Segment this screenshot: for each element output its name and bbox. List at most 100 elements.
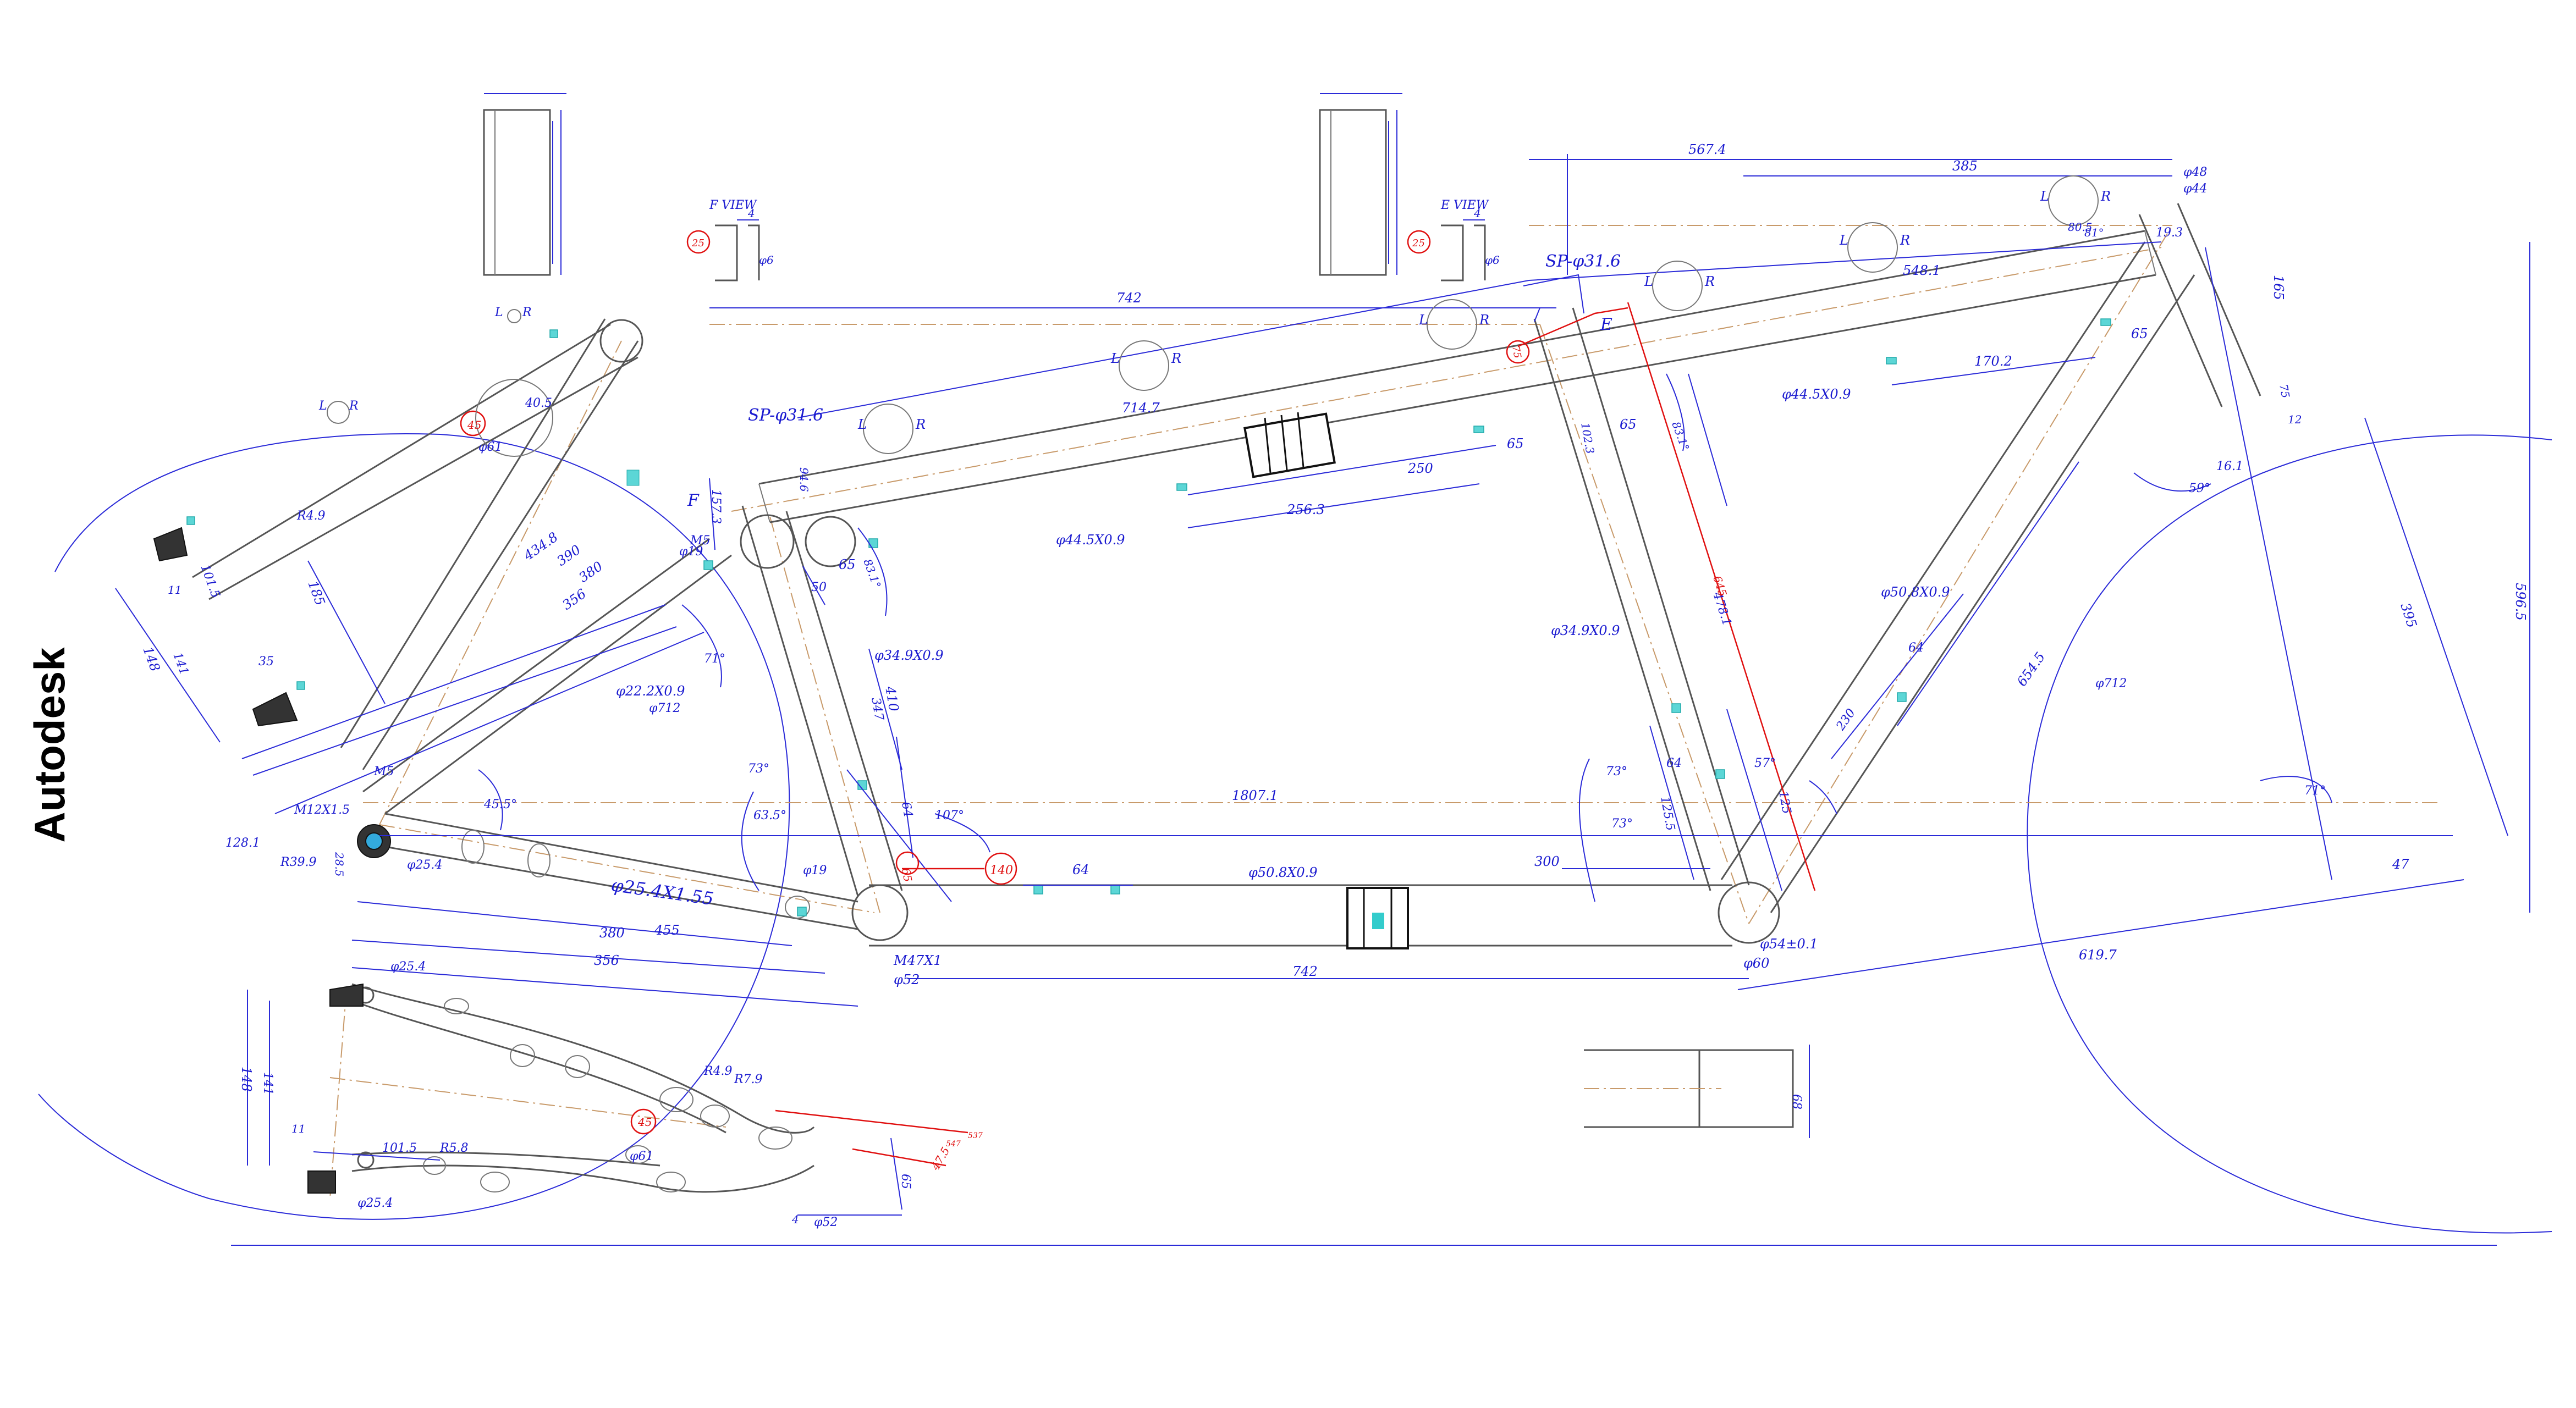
- dim-11-a: 11: [168, 583, 181, 597]
- dropout-bracket-lower: [252, 692, 298, 727]
- dim-75: 75: [2277, 383, 2292, 399]
- rear-bb-spec: φ54±0.1: [1760, 936, 1818, 952]
- dim-256-3: 256.3: [1286, 502, 1325, 517]
- dim-16-1: 16.1: [2216, 460, 2243, 473]
- l-marker-4: L: [1644, 274, 1653, 289]
- lower-chainstay-view: [351, 983, 815, 1193]
- headset-cup: [1243, 412, 1336, 478]
- dim-356-b: 356: [594, 953, 619, 968]
- down-tube: [1720, 241, 2195, 913]
- l-marker-2: L: [1110, 351, 1120, 366]
- d712-label-b: φ712: [2095, 677, 2127, 691]
- angle-45-5: 45.5°: [483, 798, 517, 811]
- red-marks: [460, 230, 1816, 1167]
- dim-141-b: 141: [261, 1072, 274, 1095]
- dim-50: 50: [811, 581, 827, 594]
- dim-11-b: 11: [291, 1122, 305, 1135]
- dim-395: 395: [2397, 601, 2420, 630]
- angle-57: 57°: [1754, 757, 1776, 770]
- top-tube: [758, 230, 2156, 523]
- dim-65-a: 65: [2131, 326, 2148, 341]
- r-marker-4: R: [1704, 274, 1715, 289]
- text-labels: F VIEW E VIEW F E SP-φ31.6 SP-φ31.6 φ44.…: [140, 142, 2528, 1229]
- r-marker-2: R: [1171, 351, 1181, 366]
- rear-bb-60-spec: φ60: [1743, 956, 1769, 971]
- m5-label-b: M5: [690, 534, 711, 548]
- m5-label-a: M5: [373, 765, 394, 778]
- dim-65-e: 65: [899, 1174, 912, 1189]
- l-marker-1: L: [857, 417, 867, 432]
- down-tube-spec: φ50.8X0.9: [1881, 584, 1950, 600]
- center-lines: [329, 225, 2442, 1199]
- sp-right-label: SP-φ31.6: [1545, 252, 1621, 271]
- dim-125-5: 125.5: [1658, 796, 1677, 832]
- dim-47: 47: [2392, 857, 2409, 872]
- angle-59: 59°: [2189, 482, 2210, 495]
- dim-619-7: 619.7: [2079, 947, 2117, 963]
- dim-385: 385: [1952, 158, 1978, 174]
- r-marker-3: R: [1479, 312, 1489, 328]
- dim-102-3: 102.3: [1578, 422, 1597, 455]
- dim-4-b: 4: [747, 207, 755, 220]
- l-marker-7: L: [494, 306, 503, 319]
- f-view-title: F VIEW: [709, 198, 758, 212]
- angle-83-1-b: 83.1°: [1669, 420, 1692, 452]
- dim-128-1: 128.1: [225, 836, 260, 850]
- red-25: 25: [691, 238, 704, 249]
- f-marker: F: [687, 491, 700, 510]
- dim-64-a: 64: [1072, 862, 1089, 877]
- components: [626, 412, 1409, 949]
- dim-434-8: 434.8: [521, 529, 561, 564]
- dim-148-b: 148: [239, 1067, 254, 1092]
- dimension-lines: [115, 154, 2530, 1216]
- dim-64-d: 64: [899, 801, 915, 819]
- d6-label-b: φ6: [1485, 253, 1500, 267]
- dim-12: 12: [2288, 413, 2302, 426]
- dim-35: 35: [258, 655, 274, 669]
- dim-64-b: 64: [1666, 757, 1682, 770]
- l-marker-5: L: [1839, 233, 1848, 248]
- e-view-title: E VIEW: [1440, 198, 1490, 212]
- r-marker-1: R: [915, 417, 926, 432]
- red-25-b: 25: [1412, 238, 1425, 249]
- seat-stay-spec: φ22.2X0.9: [616, 683, 685, 699]
- red-65: 65: [899, 867, 915, 883]
- r-marker-6: R: [2100, 189, 2111, 204]
- lower-right-detail: [1584, 1049, 1794, 1128]
- seat-cluster-left: [740, 514, 795, 569]
- head-48-spec: φ48: [2183, 165, 2207, 179]
- bb-shell-spec: M47X1: [893, 953, 942, 968]
- dim-742-top: 742: [1116, 290, 1142, 306]
- dim-28-5: 28.5: [333, 852, 346, 877]
- d61-label-b: φ61: [630, 1150, 653, 1163]
- bottom-tube: [869, 884, 1732, 947]
- r49-label-a: R4.9: [296, 509, 326, 523]
- dim-596-5: 596.5: [2513, 583, 2528, 621]
- d6-label-a: φ6: [759, 253, 774, 267]
- r-marker-5: R: [1900, 233, 1910, 248]
- seat-stay: [362, 538, 732, 815]
- dim-52-lower: φ52: [814, 1216, 838, 1229]
- section-views: [327, 175, 2099, 457]
- red-547: 547: [946, 1140, 961, 1149]
- upper-stay: [340, 318, 639, 770]
- detail-top-right: [1319, 93, 1402, 276]
- rear-bb-shell: [1718, 881, 1780, 944]
- dim-742-bottom: 742: [1292, 964, 1318, 979]
- red-47-5: 47.5: [928, 1145, 953, 1173]
- dim-64-c: 64: [1908, 641, 1924, 655]
- dim-548-1: 548.1: [1903, 263, 1941, 278]
- rear-seat-tube-spec: φ34.9X0.9: [1551, 623, 1620, 638]
- dim-714-7: 714.7: [1122, 400, 1160, 416]
- d19-label-a: φ19: [679, 545, 703, 559]
- dim-157-3: 157.3: [709, 489, 723, 524]
- dim-140: 140: [990, 864, 1013, 877]
- dim-4-c: 4: [1473, 207, 1481, 220]
- dim-68: 68: [1790, 1094, 1803, 1109]
- r79-label: R7.9: [734, 1073, 763, 1086]
- dropout-bracket-upper: [153, 527, 188, 562]
- r39-label: R39.9: [280, 855, 317, 869]
- dim-65-d: 65: [1620, 417, 1637, 432]
- r-marker-7: R: [522, 306, 532, 319]
- dim-101-5-a: 101.5: [197, 563, 222, 600]
